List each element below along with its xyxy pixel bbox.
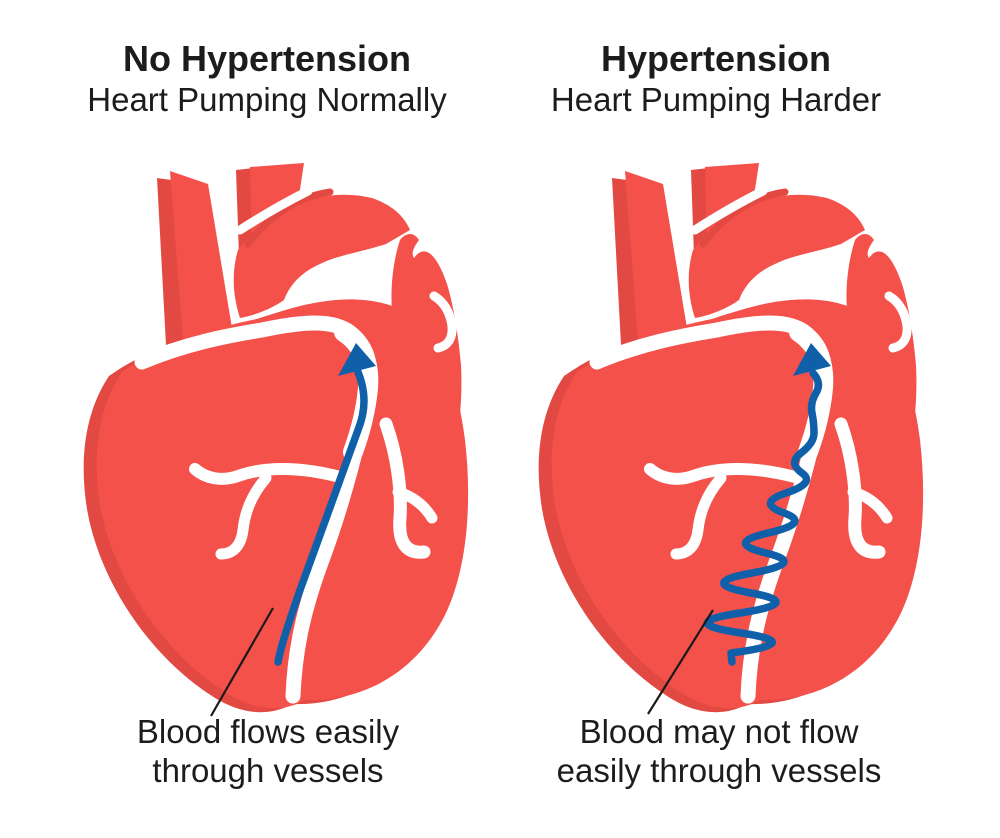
- left-caption-line2: through vessels: [152, 752, 384, 789]
- left-column-header: No Hypertension Heart Pumping Normally: [87, 38, 446, 120]
- right-subtitle: Heart Pumping Harder: [550, 81, 882, 118]
- right-caption-line2: easily through vessels: [556, 752, 882, 789]
- right-title: Hypertension: [600, 38, 832, 79]
- left-subtitle: Heart Pumping Normally: [87, 81, 447, 118]
- right-caption-line1: Blood may not flow: [579, 713, 859, 750]
- heart-illustration-normal: [84, 163, 468, 712]
- left-title: No Hypertension: [122, 38, 412, 79]
- blood-flow-arrow-smooth: [274, 343, 376, 666]
- right-column-header: Hypertension Heart Pumping Harder: [551, 38, 881, 120]
- callout-line-left: [210, 607, 274, 717]
- left-caption-line1: Blood flows easily: [136, 713, 400, 750]
- left-caption: Blood flows easily through vessels: [137, 712, 399, 790]
- blood-flow-arrow-wavy: [703, 343, 831, 666]
- callout-line-right: [647, 609, 714, 715]
- right-caption: Blood may not flow easily through vessel…: [557, 712, 882, 790]
